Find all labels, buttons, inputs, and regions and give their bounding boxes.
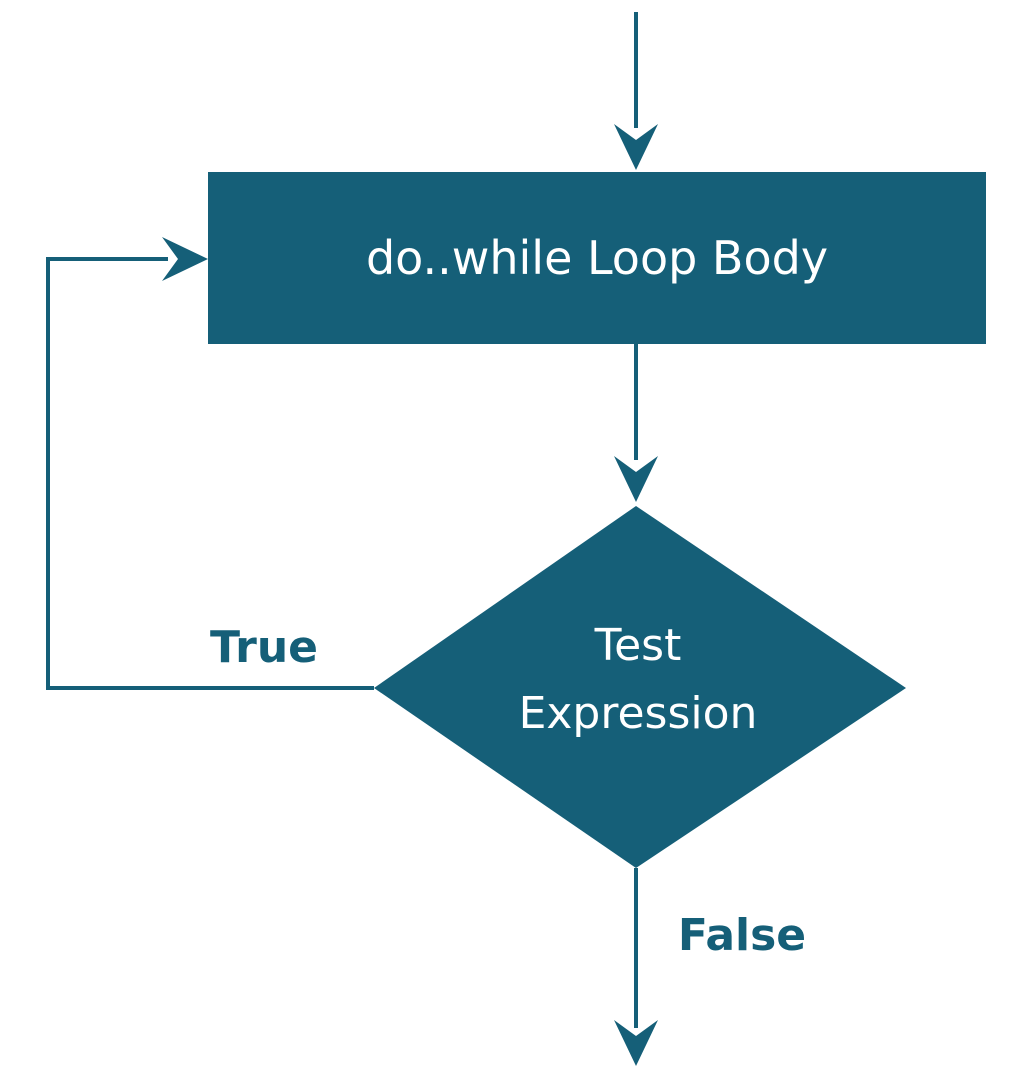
true-label: True	[210, 622, 318, 673]
body-to-test-arrowhead	[614, 456, 658, 502]
entry-arrow	[614, 12, 658, 170]
test-expression-diamond: Test Expression	[374, 506, 906, 868]
entry-arrowhead	[614, 124, 658, 170]
loop-body-box: do..while Loop Body	[208, 172, 986, 344]
true-loopback-arrow	[46, 237, 374, 690]
test-expression-label-line2: Expression	[519, 688, 758, 739]
test-expression-label-line1: Test	[594, 620, 682, 671]
true-loopback-arrowhead	[162, 237, 208, 281]
false-exit-arrow	[614, 868, 658, 1066]
false-exit-arrowhead	[614, 1020, 658, 1066]
body-to-test-arrow	[614, 344, 658, 502]
loop-body-label: do..while Loop Body	[366, 231, 828, 285]
false-label: False	[678, 910, 806, 961]
